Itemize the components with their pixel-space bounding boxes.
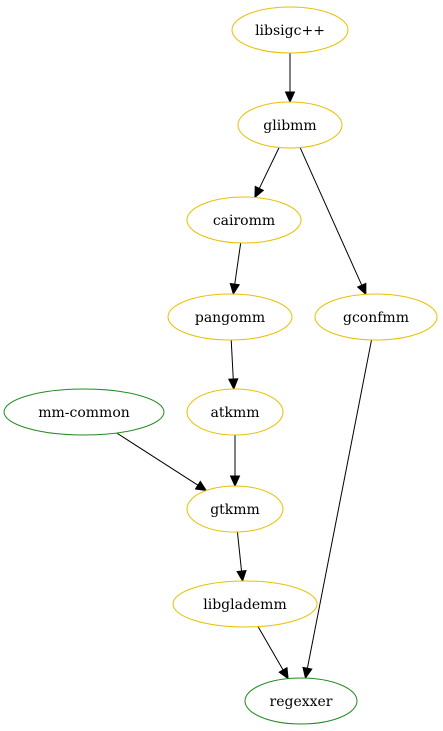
- node-label: gconfmm: [343, 310, 409, 326]
- edge-line: [230, 339, 234, 380]
- edge-glibmm-to-cairomm: [254, 147, 280, 199]
- node-atkmm: atkmm: [186, 388, 284, 436]
- node-cairomm: cairomm: [186, 196, 302, 244]
- node-ellipse: [186, 388, 284, 436]
- edge-line: [257, 626, 284, 671]
- arrowhead: [302, 666, 313, 680]
- node-ellipse: [231, 6, 349, 54]
- edge-libglademm-to-regexxer: [257, 626, 289, 680]
- edge-atkmm-to-gtkmm: [229, 435, 241, 488]
- edge-mmcommon-to-gtkmm: [116, 432, 208, 492]
- nodes-layer: libsigc++ glibmm cairomm pangomm gconfmm mm-c…: [3, 6, 438, 725]
- arrowhead: [236, 570, 247, 583]
- node-ellipse: [244, 677, 358, 725]
- node-regexxer: regexxer: [244, 677, 358, 725]
- node-label: libglademm: [203, 597, 287, 613]
- arrowhead: [229, 282, 241, 296]
- node-ellipse: [172, 580, 318, 628]
- arrowhead: [356, 282, 367, 296]
- node-mmcommon: mm-common: [3, 388, 165, 436]
- node-gconfmm: gconfmm: [314, 293, 438, 341]
- arrowhead: [284, 91, 296, 104]
- edge-cairomm-to-pangomm: [229, 242, 242, 296]
- arrowhead: [254, 185, 265, 199]
- arrowhead: [194, 480, 208, 492]
- node-label: libsigc++: [255, 23, 325, 39]
- edge-line: [306, 339, 373, 669]
- edge-gconfmm-to-regexxer: [302, 339, 373, 680]
- node-libglademm: libglademm: [172, 580, 318, 628]
- node-label: cairomm: [213, 213, 275, 229]
- node-label: mm-common: [38, 405, 130, 421]
- edge-line: [236, 531, 243, 572]
- node-ellipse: [314, 293, 438, 341]
- edge-line: [299, 147, 363, 286]
- edge-pangomm-to-atkmm: [227, 339, 239, 391]
- node-glibmm: glibmm: [237, 101, 343, 149]
- node-pangomm: pangomm: [167, 293, 293, 341]
- node-gtkmm: gtkmm: [186, 485, 284, 533]
- node-label: atkmm: [210, 405, 259, 421]
- arrowhead: [278, 666, 289, 680]
- edge-line: [258, 147, 280, 189]
- arrowhead: [229, 475, 241, 488]
- edge-line: [116, 432, 199, 486]
- node-label: gtkmm: [210, 502, 260, 518]
- edge-line: [234, 242, 242, 285]
- node-libsigc: libsigc++: [231, 6, 349, 54]
- node-ellipse: [3, 388, 165, 436]
- edge-libsigc-to-glibmm: [284, 53, 296, 104]
- node-ellipse: [167, 293, 293, 341]
- node-ellipse: [237, 101, 343, 149]
- node-ellipse: [186, 485, 284, 533]
- node-label: regexxer: [270, 694, 333, 710]
- node-label: glibmm: [263, 118, 316, 134]
- node-label: pangomm: [195, 310, 265, 326]
- edges-layer: [116, 53, 373, 680]
- edge-gtkmm-to-libglademm: [236, 531, 247, 583]
- node-ellipse: [186, 196, 302, 244]
- edge-glibmm-to-gconfmm: [299, 147, 367, 296]
- arrowhead: [227, 378, 239, 391]
